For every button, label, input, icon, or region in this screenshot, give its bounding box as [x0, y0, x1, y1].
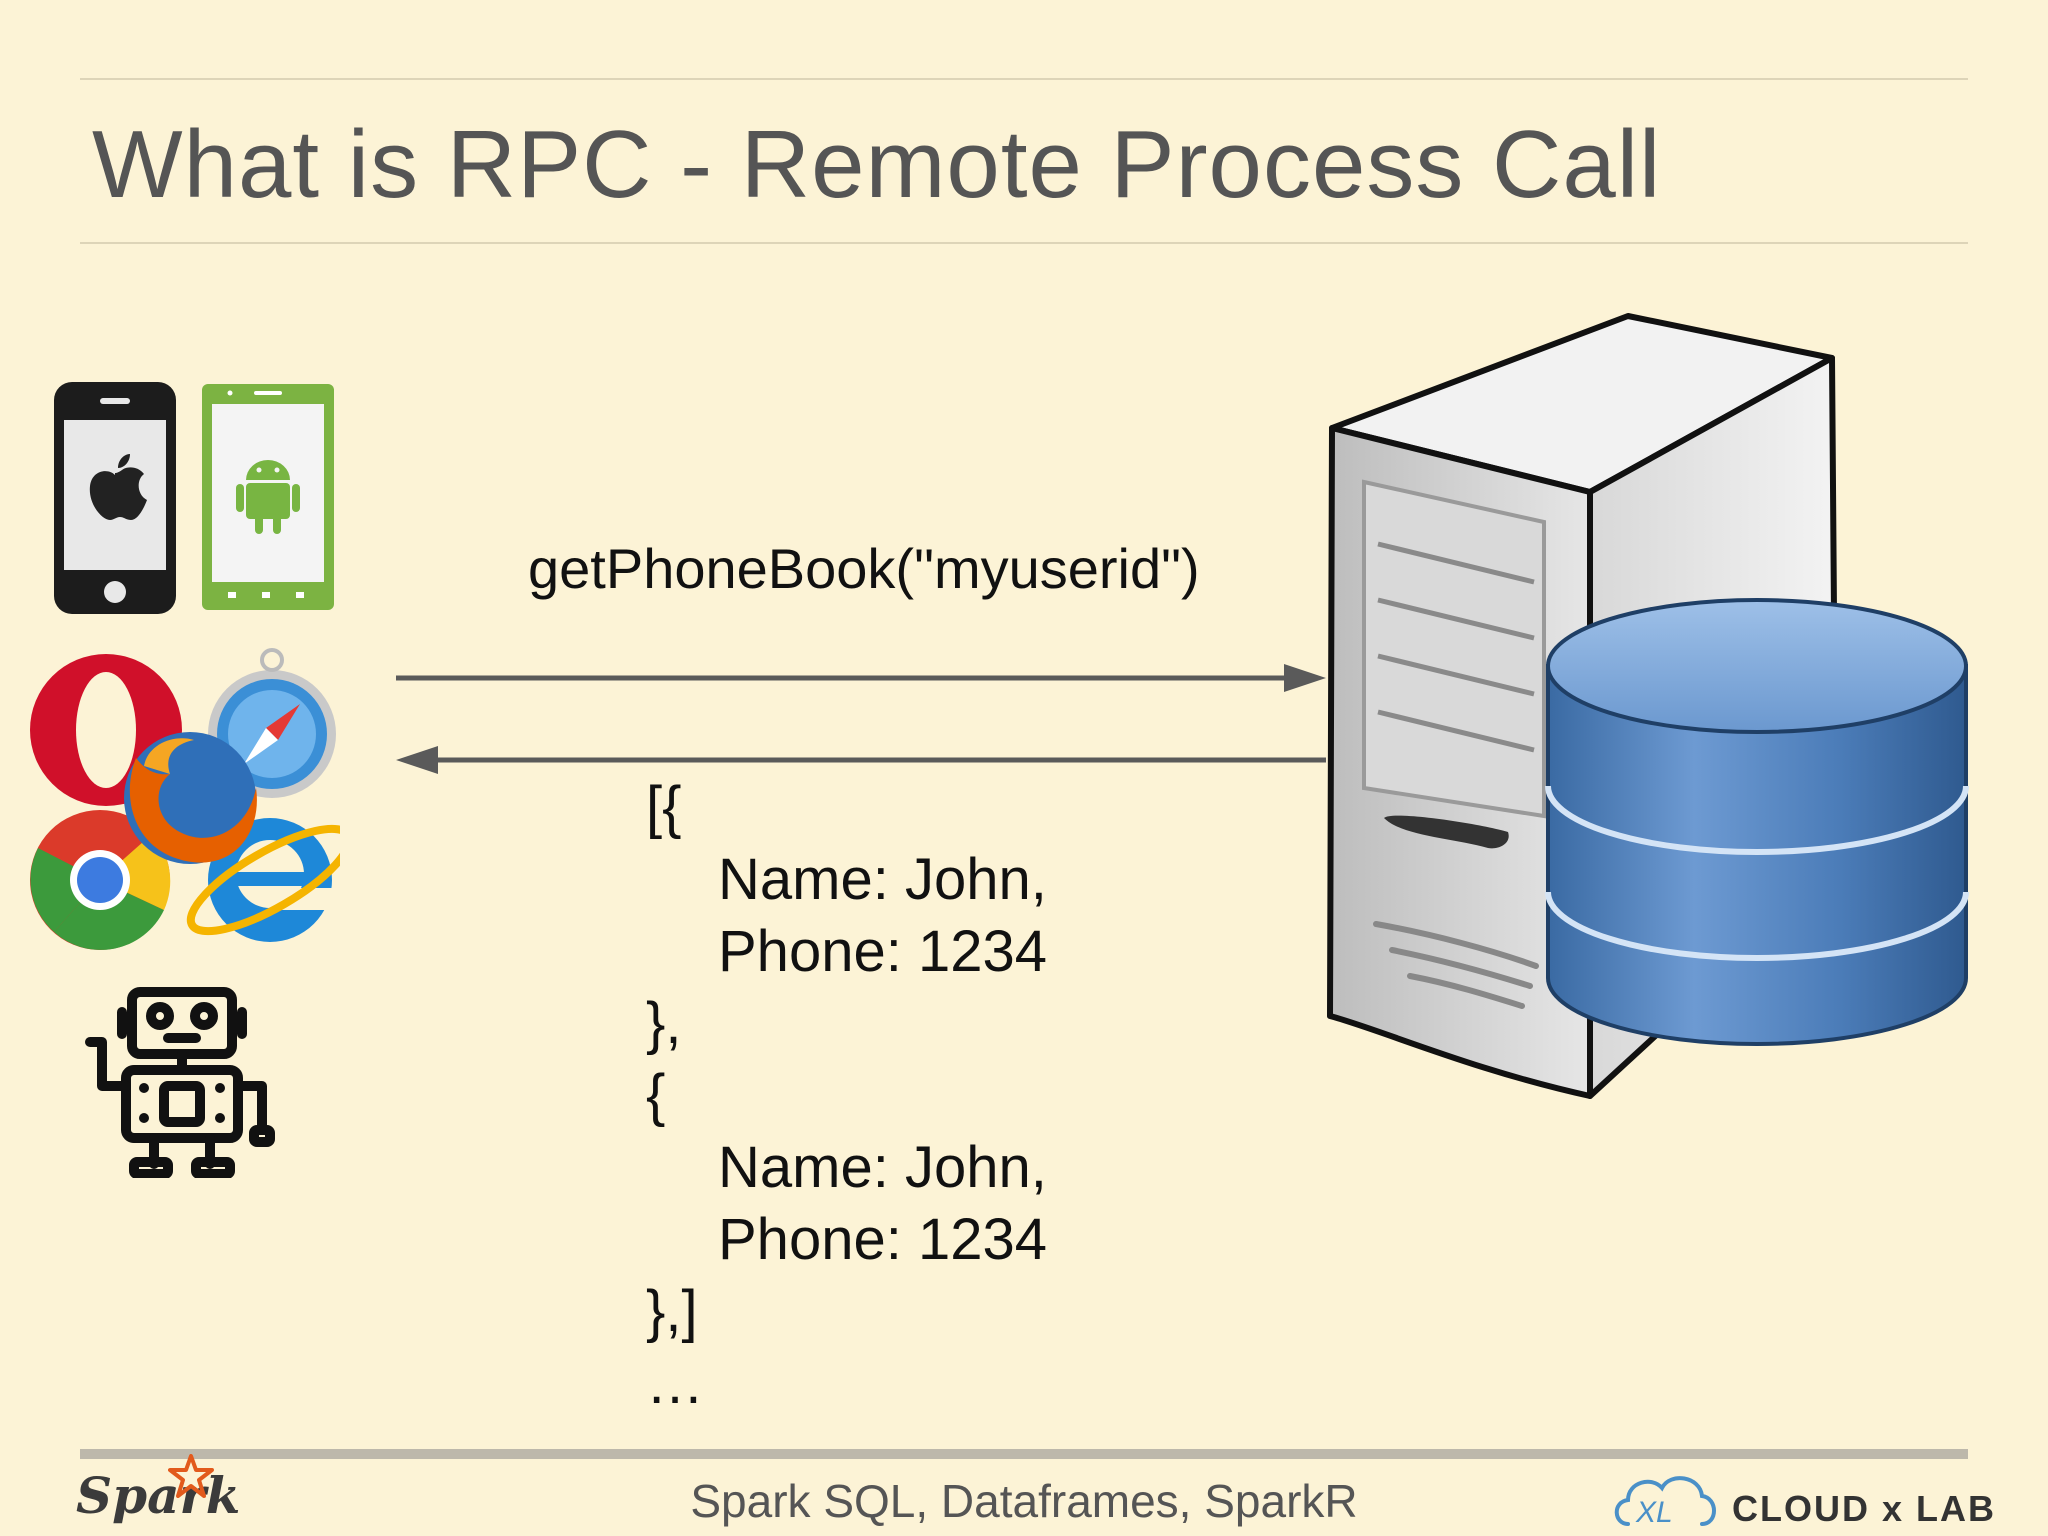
- cloudxlab-cloud-icon: XL: [1614, 1476, 1716, 1529]
- chrome-icon: [30, 810, 171, 950]
- footer-rule: [80, 1449, 1968, 1459]
- response-line: …: [646, 1351, 704, 1416]
- request-call-label: getPhoneBook("myuserid"): [528, 537, 1200, 600]
- slide-title: What is RPC - Remote Process Call: [92, 111, 1662, 218]
- internet-explorer-icon: [186, 818, 340, 942]
- top-rule: [80, 78, 1968, 80]
- request-arrow: [396, 664, 1326, 692]
- android-phone-icon: [202, 384, 334, 610]
- cloudxlab-logo-text: CLOUD x LAB: [1732, 1488, 1996, 1529]
- spark-star-icon: [168, 1454, 214, 1498]
- firefox-icon: [124, 732, 257, 864]
- response-line: },: [646, 991, 682, 1056]
- response-arrow: [396, 746, 1326, 774]
- iphone-icon: [54, 382, 176, 614]
- robot-icon: [85, 987, 275, 1178]
- footer-title: Spark SQL, Dataframes, SparkR: [690, 1475, 1358, 1527]
- title-underline: [80, 242, 1968, 244]
- response-line: [{: [646, 775, 682, 840]
- response-line: Name: John,: [718, 1135, 1047, 1200]
- response-line: {: [646, 1063, 666, 1128]
- server-tower-icon: [1327, 313, 1839, 1099]
- browsers-icon: [30, 648, 340, 950]
- database-icon: [1545, 598, 1969, 1046]
- spark-logo: Spark: [76, 1454, 240, 1525]
- cloudxlab-mark: XL: [1635, 1496, 1673, 1529]
- response-line: },]: [646, 1279, 698, 1344]
- response-line: Phone: 1234: [718, 1207, 1047, 1272]
- response-line: Phone: 1234: [718, 919, 1047, 984]
- response-line: Name: John,: [718, 847, 1047, 912]
